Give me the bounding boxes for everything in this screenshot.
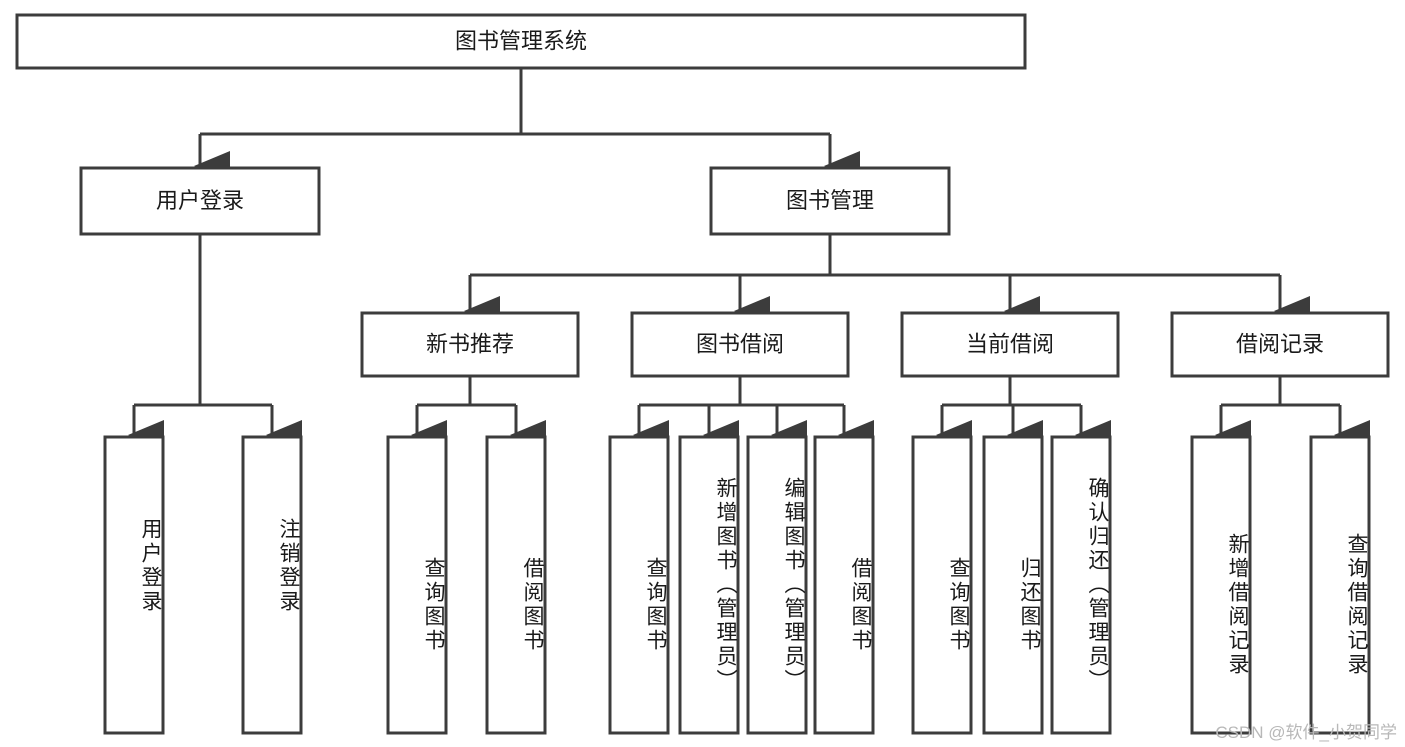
- level3-node-box-3[interactable]: [1170, 311, 1390, 378]
- level3-node-box-0[interactable]: [360, 311, 580, 378]
- level3-node-label-2: 当前借阅: [966, 331, 1054, 356]
- level2-node-label-0: 用户登录: [156, 188, 244, 213]
- leaf-node-box-2[interactable]: [386, 435, 448, 735]
- level3-node-label-1: 图书借阅: [696, 331, 784, 356]
- level2-node-box-0[interactable]: [79, 166, 321, 236]
- leaf-node-box-10[interactable]: [1050, 435, 1112, 735]
- connector-group: [128, 68, 1370, 450]
- leaf-node-box-7[interactable]: [813, 435, 875, 735]
- level2-node-box-1[interactable]: [709, 166, 951, 236]
- leaf-node-box-4[interactable]: [608, 435, 670, 735]
- level3-node-box-2[interactable]: [900, 311, 1120, 378]
- leaf-node-box-3[interactable]: [485, 435, 547, 735]
- watermark-text: CSDN @软件_小贺同学: [1215, 723, 1397, 742]
- level2-node-label-1: 图书管理: [786, 188, 874, 213]
- leaf-node-box-8[interactable]: [911, 435, 973, 735]
- level3-node-box-1[interactable]: [630, 311, 850, 378]
- node-box-group: [15, 13, 1390, 735]
- leaf-node-box-9[interactable]: [982, 435, 1044, 735]
- leaf-node-box-0[interactable]: [103, 435, 165, 735]
- root-node-box[interactable]: [15, 13, 1027, 70]
- leaf-node-box-1[interactable]: [241, 435, 303, 735]
- level3-node-label-0: 新书推荐: [426, 331, 514, 356]
- leaf-node-box-6[interactable]: [746, 435, 808, 735]
- leaf-node-box-11[interactable]: [1190, 435, 1252, 735]
- root-node-label: 图书管理系统: [455, 28, 587, 53]
- leaf-node-box-12[interactable]: [1309, 435, 1371, 735]
- leaf-node-box-5[interactable]: [678, 435, 740, 735]
- level3-node-label-3: 借阅记录: [1236, 331, 1324, 356]
